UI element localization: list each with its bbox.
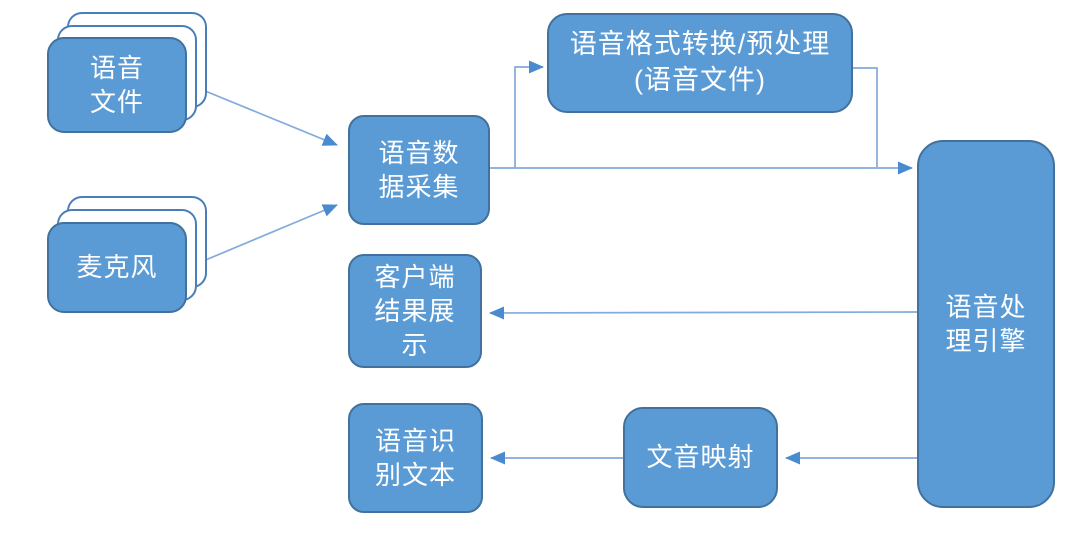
node-text-sound-mapping-label: 文音映射 bbox=[646, 442, 755, 473]
node-microphone: 麦克风 bbox=[47, 222, 187, 313]
node-client-display: 客户端 结果展 示 bbox=[348, 254, 482, 368]
node-format-conversion-label: 语音格式转换/预处理 (语音文件) bbox=[569, 29, 831, 95]
node-recognition-text: 语音识 别文本 bbox=[348, 403, 483, 513]
edge-microphone-to-collection bbox=[195, 204, 338, 265]
node-microphone-label: 麦克风 bbox=[76, 252, 158, 283]
node-format-conversion: 语音格式转换/预处理 (语音文件) bbox=[547, 13, 853, 113]
node-client-display-label: 客户端 结果展 示 bbox=[374, 261, 456, 361]
node-processing-engine-label: 语音处 理引擎 bbox=[945, 291, 1027, 356]
node-microphone-stack: 麦克风 bbox=[47, 196, 209, 314]
edge-voicefile-to-collection bbox=[192, 85, 338, 146]
edge-engine-to-client bbox=[489, 306, 918, 320]
edge-collection-to-conversion bbox=[514, 60, 544, 168]
node-data-collection-label: 语音数 据采集 bbox=[378, 137, 460, 202]
node-voice-file-label: 语音 文件 bbox=[89, 52, 144, 117]
node-recognition-text-label: 语音识 别文本 bbox=[374, 425, 456, 490]
node-processing-engine: 语音处 理引擎 bbox=[917, 140, 1055, 508]
node-voice-file: 语音 文件 bbox=[47, 37, 187, 133]
node-data-collection: 语音数 据采集 bbox=[348, 115, 490, 225]
edge-conversion-to-engine bbox=[853, 67, 878, 167]
node-voice-file-stack: 语音 文件 bbox=[47, 12, 209, 134]
node-text-sound-mapping: 文音映射 bbox=[623, 407, 778, 508]
